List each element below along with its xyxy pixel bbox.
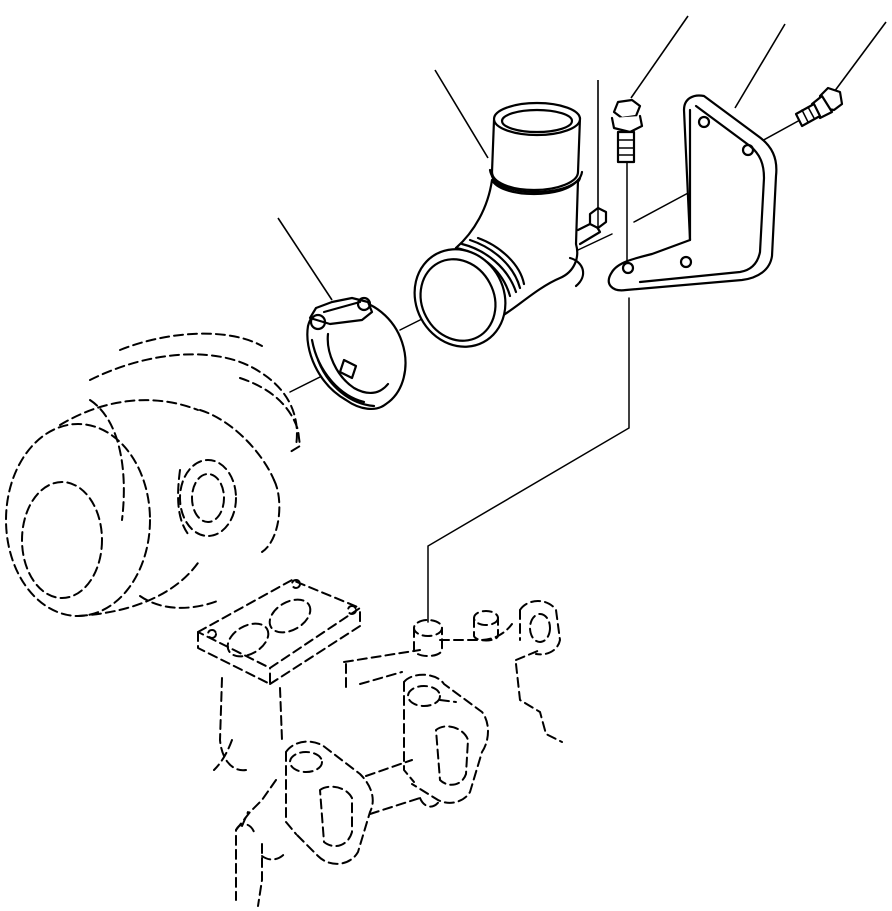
bolt-angled (794, 86, 844, 128)
clamp (306, 296, 407, 410)
elbow-pipe (413, 101, 602, 348)
exhaust-manifold (197, 579, 563, 907)
callout-leaders (277, 15, 887, 301)
leader-clamp (277, 217, 333, 301)
bracket (607, 94, 778, 292)
manifold-boss-left (413, 619, 443, 657)
manifold-boss-right (473, 610, 499, 642)
leader-bolt-angled (833, 21, 887, 93)
turbocharger (5, 332, 301, 617)
leader-elbow (434, 69, 489, 159)
bolt-vertical (610, 98, 644, 164)
leader-bracket (734, 23, 786, 109)
nut (588, 206, 608, 230)
leader-bolt-vertical (630, 15, 689, 99)
